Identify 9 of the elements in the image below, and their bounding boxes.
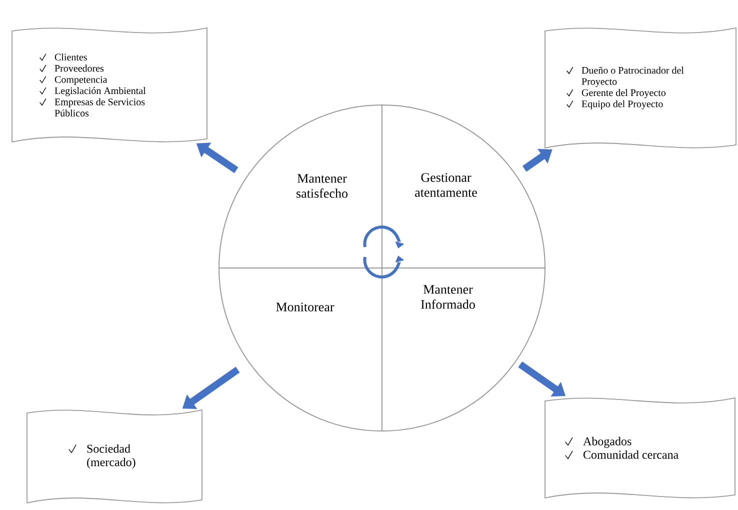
wavy-flag: Abogados Comunidad cercana bbox=[544, 398, 736, 498]
quadrant-label: Mantener satisfecho bbox=[296, 174, 348, 198]
quadrant-circle bbox=[218, 104, 546, 432]
wavy-flag: Dueño o Patrocinador del Proyecto Gerente del Proyecto Equipo del Proyecto bbox=[544, 28, 736, 148]
quadrant-label: Gestionar atentamente bbox=[415, 173, 477, 197]
wavy-flag: Sociedad (mercado) bbox=[26, 410, 202, 504]
quadrant-label: Mantener Informado bbox=[421, 285, 475, 309]
wavy-flag: Clientes Proveedores Competencia Legislación Ambiental Empresas de Servicios Públicos bbox=[12, 28, 208, 142]
quadrant-label: Monitorear bbox=[276, 302, 334, 312]
